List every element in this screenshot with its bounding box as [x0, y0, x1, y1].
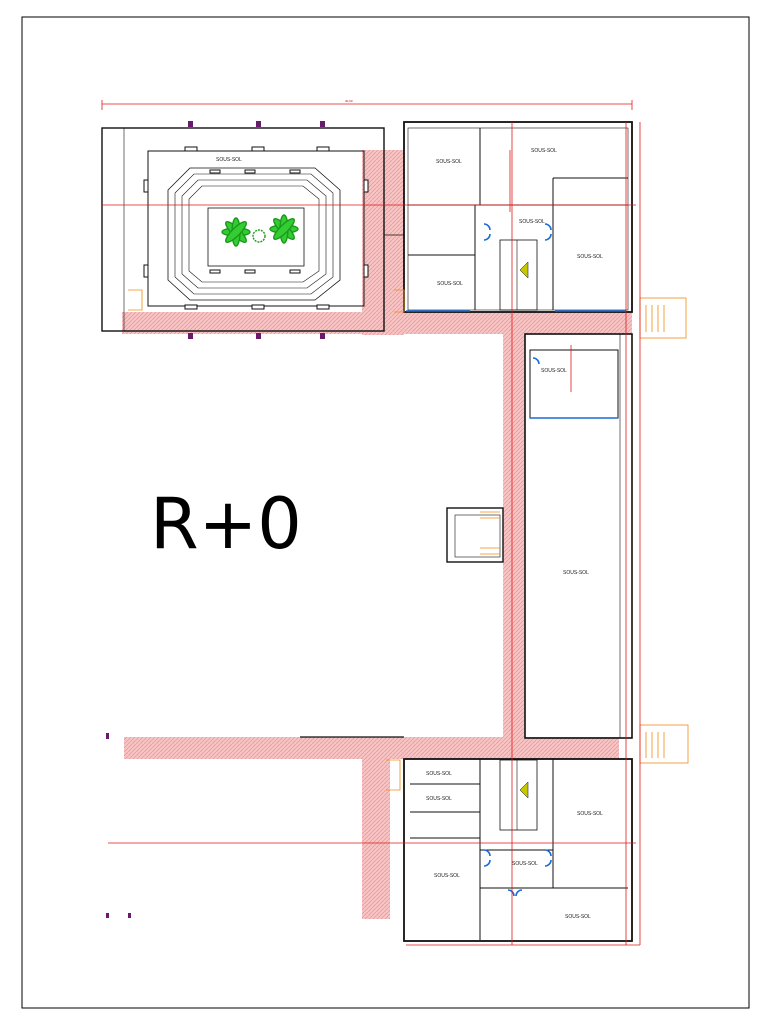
column-markers: [106, 121, 325, 918]
room-label: SOUS-SOL: [437, 281, 463, 287]
room-label: SOUS-SOL: [519, 219, 545, 225]
room-label: SOUS-SOL: [426, 771, 452, 777]
room-label: SOUS-SOL: [216, 157, 242, 163]
room-label: SOUS-SOL: [436, 159, 462, 165]
room-labels: SOUS-SOL SOUS-SOL SOUS-SOL SOUS-SOL SOUS…: [216, 148, 603, 920]
north-east-block: [384, 121, 633, 313]
room-label: SOUS-SOL: [577, 254, 603, 260]
south-block: [300, 736, 633, 942]
room-label: SOUS-SOL: [512, 861, 538, 867]
room-label: SOUS-SOL: [563, 570, 589, 576]
top-dimension-label: 40,00: [345, 99, 353, 103]
room-label: SOUS-SOL: [434, 873, 460, 879]
room-label: SOUS-SOL: [426, 796, 452, 802]
door-markers: [406, 223, 626, 897]
room-label: SOUS-SOL: [541, 368, 567, 374]
corridor-east: [503, 320, 525, 760]
corridor-north-vertical: [362, 150, 404, 335]
room-label: SOUS-SOL: [577, 811, 603, 817]
corridor-south-vertical: [362, 737, 390, 919]
room-label: SOUS-SOL: [565, 914, 591, 920]
corridors: [122, 150, 632, 919]
toilet-fixtures: [519, 261, 529, 799]
dimension-lines: [101, 100, 641, 946]
east-wing: [446, 333, 633, 739]
level-label: R+0: [150, 483, 302, 565]
sheet-border: [21, 16, 750, 1009]
room-label: SOUS-SOL: [531, 148, 557, 154]
courtyard-block: [101, 127, 385, 332]
palm-tree-icon: [221, 214, 299, 247]
